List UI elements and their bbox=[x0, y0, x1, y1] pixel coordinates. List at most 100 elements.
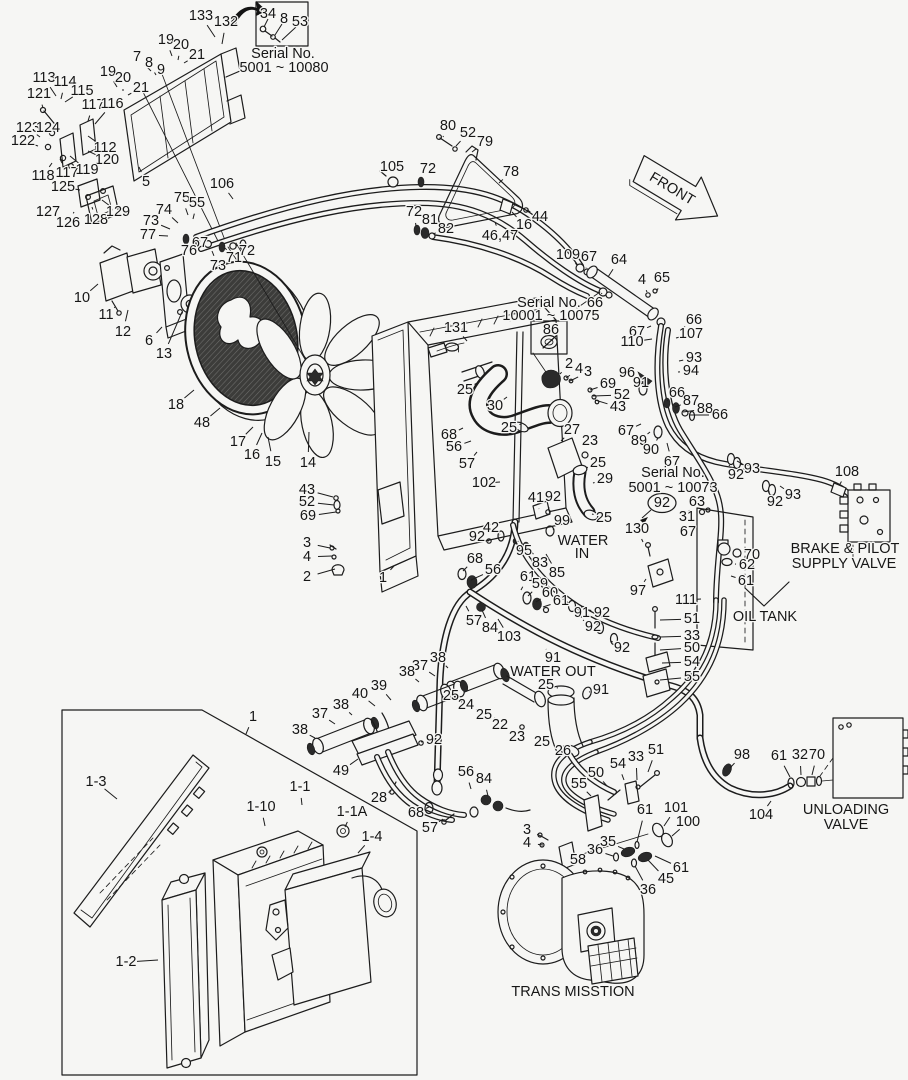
part-callout: 25 bbox=[534, 734, 550, 750]
leader-line bbox=[94, 112, 106, 125]
leader-line bbox=[487, 540, 490, 542]
part-callout: 68 bbox=[441, 427, 457, 443]
part-callout: 57 bbox=[459, 456, 475, 472]
part-callout: 45 bbox=[658, 871, 674, 887]
leader-line bbox=[169, 50, 173, 57]
part-callout: 118 bbox=[31, 168, 54, 184]
leader-line bbox=[328, 719, 336, 725]
part-callout: 113 bbox=[32, 70, 55, 86]
leader-line bbox=[60, 92, 63, 100]
part-callout: 68 bbox=[408, 805, 424, 821]
hose-end-fitting-105 bbox=[379, 170, 436, 240]
part-callout: 92 bbox=[654, 495, 670, 511]
fan-motor-assembly bbox=[99, 245, 163, 316]
part-callout: 77 bbox=[140, 227, 156, 243]
part-callout: Serial No. bbox=[251, 46, 315, 62]
part-callout: 1-2 bbox=[116, 954, 137, 970]
leader-line bbox=[592, 482, 595, 484]
part-callout: 105 bbox=[380, 159, 404, 175]
part-callout: 71 bbox=[226, 250, 242, 266]
leader-line bbox=[569, 376, 579, 382]
part-callout: 101 bbox=[664, 800, 688, 816]
leader-line bbox=[184, 389, 195, 399]
part-callout: 41 bbox=[528, 490, 544, 506]
leader-line bbox=[185, 208, 189, 216]
leader-line bbox=[594, 399, 608, 405]
leader-line bbox=[497, 618, 504, 628]
part-callout: 128 bbox=[84, 212, 108, 228]
part-callout: 92 bbox=[426, 732, 442, 748]
leader-line bbox=[586, 791, 592, 797]
part-callout: 16 bbox=[244, 447, 260, 463]
leader-line bbox=[656, 437, 659, 441]
part-callout: Serial No. bbox=[517, 295, 581, 311]
part-callout: 36 bbox=[640, 882, 656, 898]
leader-line bbox=[602, 781, 608, 787]
leader-line bbox=[460, 700, 463, 703]
leader-line bbox=[428, 671, 436, 677]
leader-line bbox=[465, 605, 470, 612]
leader-line bbox=[72, 211, 75, 214]
leader-line bbox=[464, 440, 472, 444]
leader-line bbox=[49, 86, 57, 97]
part-callout: 4 bbox=[638, 272, 646, 288]
part-callout: 91 bbox=[574, 605, 590, 621]
leader-line bbox=[659, 677, 682, 681]
right-hose-run bbox=[587, 323, 853, 605]
part-callout: 4 bbox=[523, 835, 531, 851]
part-callout: 38 bbox=[292, 722, 308, 738]
part-callout: 106 bbox=[210, 176, 234, 192]
part-callout: 84 bbox=[482, 620, 498, 636]
leader-line bbox=[317, 492, 334, 498]
part-callout: 123 bbox=[16, 120, 40, 136]
part-callout: 92 bbox=[728, 467, 744, 483]
part-callout: 67 bbox=[664, 454, 680, 470]
leader-line bbox=[317, 502, 335, 506]
leader-line bbox=[494, 221, 497, 226]
part-callout: 57 bbox=[466, 613, 482, 629]
part-callout: 18 bbox=[168, 397, 184, 413]
part-callout: 6 bbox=[145, 333, 153, 349]
part-callout: 109 bbox=[556, 247, 580, 263]
leader-line bbox=[160, 224, 171, 230]
leader-line bbox=[511, 211, 517, 218]
leader-line bbox=[542, 604, 551, 608]
leader-line bbox=[470, 574, 484, 581]
leader-line bbox=[536, 833, 542, 837]
inset-plate-1-3 bbox=[73, 754, 210, 928]
leader-line bbox=[59, 158, 63, 164]
part-callout: OIL TANK bbox=[733, 609, 798, 625]
leader-line bbox=[245, 426, 254, 435]
part-callout: 67 bbox=[618, 423, 634, 439]
part-callout: 2 bbox=[303, 569, 311, 585]
part-callout: 1 bbox=[249, 709, 257, 725]
part-callout: 5001 ~ 10080 bbox=[239, 60, 328, 76]
part-callout: 72 bbox=[406, 204, 422, 220]
leader-line bbox=[300, 797, 303, 806]
leader-line bbox=[519, 423, 522, 425]
leader-line bbox=[635, 767, 638, 781]
part-callout: 97 bbox=[630, 583, 646, 599]
part-callout: 8 bbox=[280, 11, 288, 27]
part-callout: 98 bbox=[734, 747, 750, 763]
leader-line bbox=[388, 790, 392, 793]
leader-line bbox=[642, 338, 653, 341]
part-callout: 108 bbox=[835, 464, 859, 480]
part-callout: 4 bbox=[303, 549, 311, 565]
leader-line bbox=[659, 618, 682, 621]
serial-mid-box bbox=[530, 320, 568, 355]
leader-line bbox=[582, 619, 585, 622]
part-callout: 28 bbox=[371, 790, 387, 806]
leader-line bbox=[767, 489, 770, 493]
part-callout: 25 bbox=[457, 382, 473, 398]
part-callout: 11 bbox=[98, 307, 113, 323]
leader-line bbox=[728, 464, 731, 467]
leader-line bbox=[210, 407, 221, 417]
part-callout: 67 bbox=[629, 324, 645, 340]
part-callout: 36 bbox=[587, 842, 603, 858]
unloading-valve bbox=[696, 717, 908, 799]
leader-line bbox=[221, 32, 225, 45]
part-callout: 55 bbox=[684, 669, 700, 685]
leader-line bbox=[647, 859, 659, 872]
